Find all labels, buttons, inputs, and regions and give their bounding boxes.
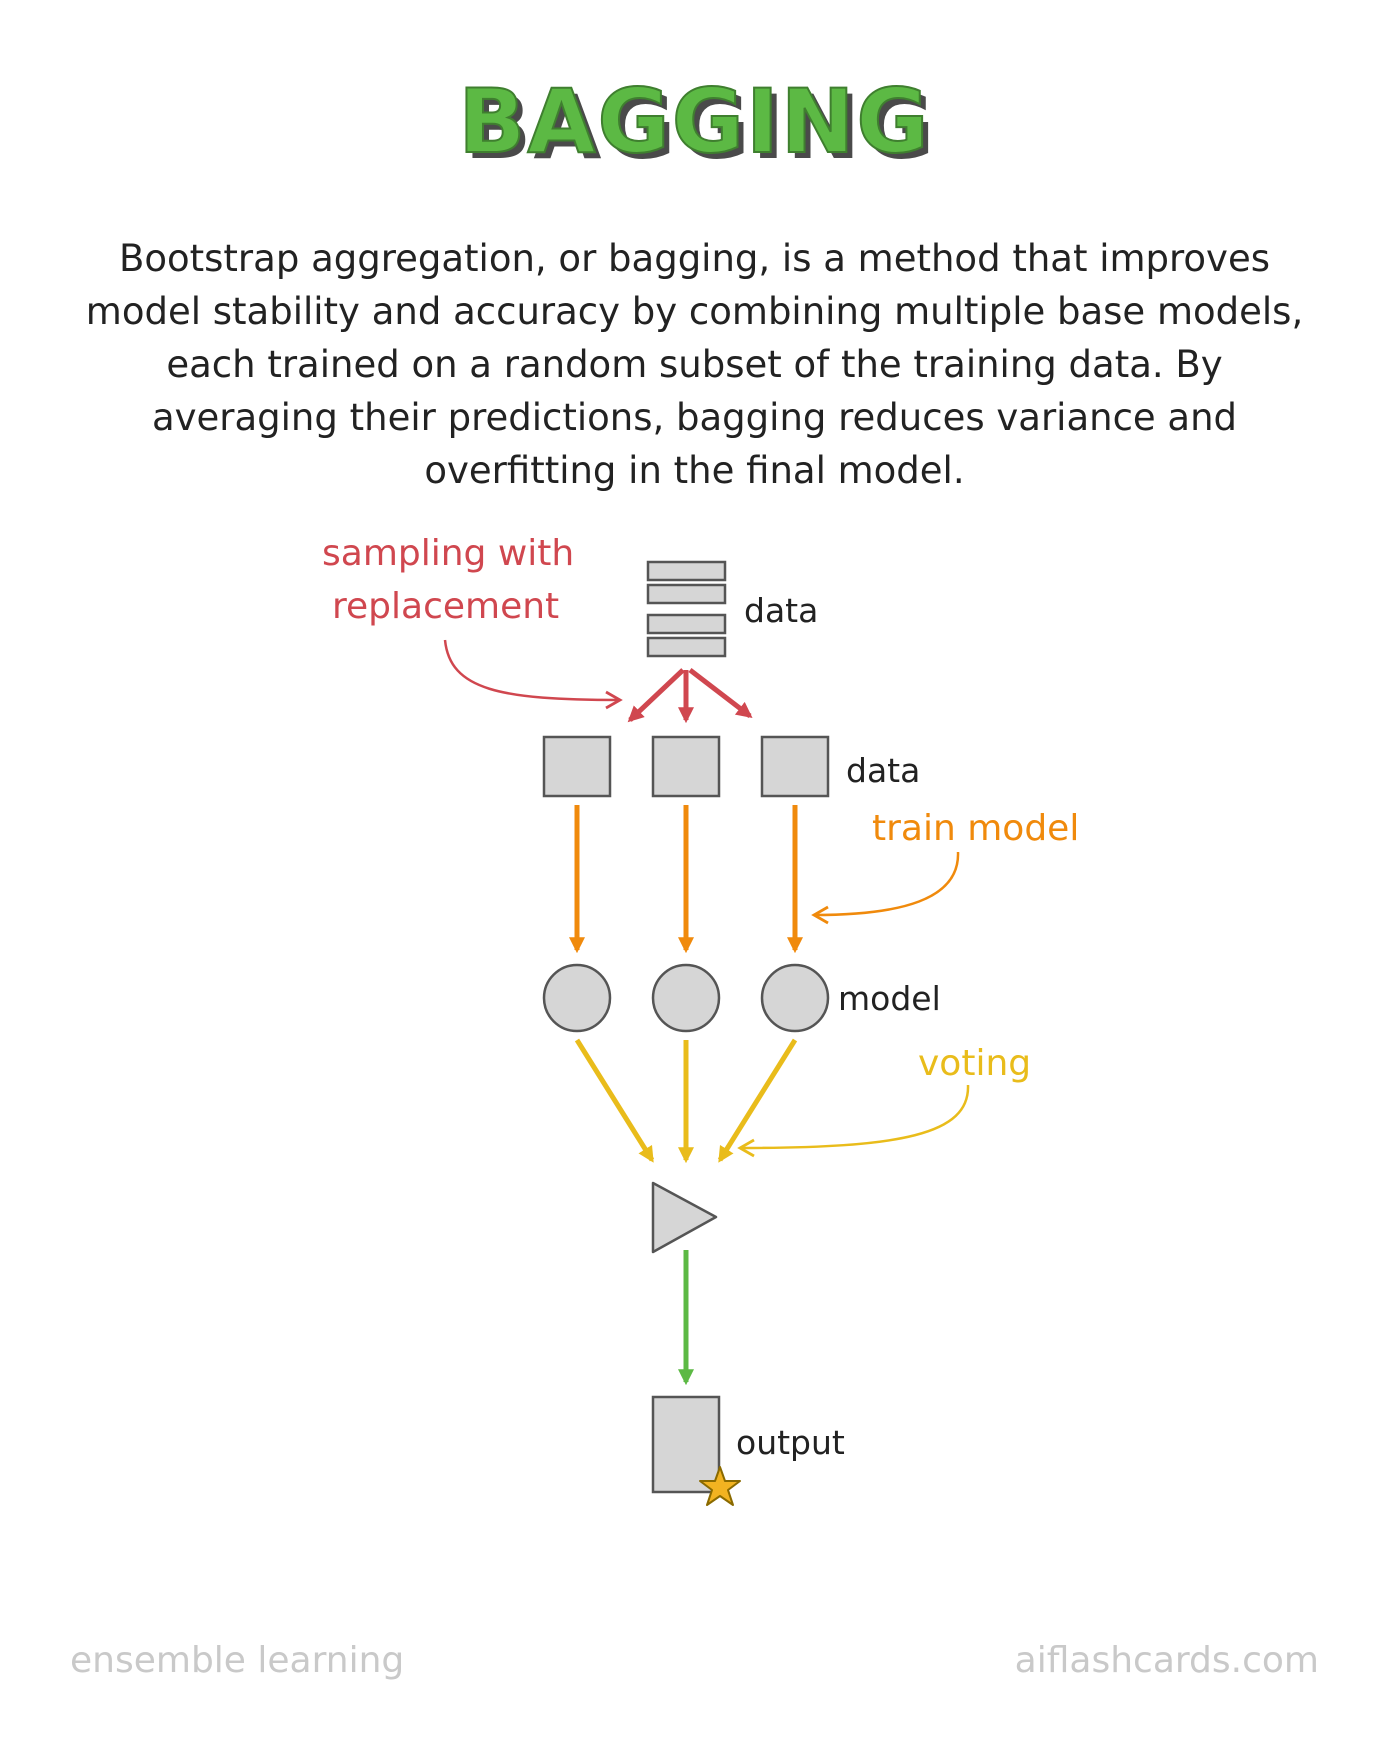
star-icon	[699, 1466, 741, 1506]
model-2	[651, 963, 721, 1033]
model-label: model	[838, 979, 941, 1018]
description-text: Bootstrap aggregation, or bagging, is a …	[85, 237, 1304, 492]
sampling-pointer-arrow	[443, 639, 623, 710]
train-pointer-arrow	[811, 851, 960, 925]
data-subsets-label: data	[846, 751, 920, 790]
page-title: BAGGING	[457, 69, 931, 174]
data-top-label: data	[744, 591, 818, 630]
model-1	[542, 963, 612, 1033]
model-3	[760, 963, 830, 1033]
output-label: output	[736, 1423, 845, 1462]
footer-topic: ensemble learning	[70, 1640, 405, 1681]
data-stack-icon	[646, 560, 727, 658]
voting-label: voting	[918, 1043, 1031, 1084]
output-box	[651, 1395, 721, 1494]
data-subset-1	[542, 735, 612, 798]
sampling-label-line2: replacement	[332, 586, 559, 627]
voting-pointer-arrow	[737, 1084, 970, 1158]
data-subset-3	[760, 735, 830, 798]
data-subset-2	[651, 735, 721, 798]
train-arrows	[568, 805, 804, 954]
footer-site: aiflashcards.com	[1014, 1640, 1319, 1681]
voting-arrows	[574, 1038, 798, 1164]
sampling-label-line1: sampling with	[322, 533, 574, 574]
aggregator-triangle-icon	[651, 1181, 718, 1254]
train-model-label: train model	[872, 808, 1079, 849]
sampling-arrows	[627, 668, 753, 724]
